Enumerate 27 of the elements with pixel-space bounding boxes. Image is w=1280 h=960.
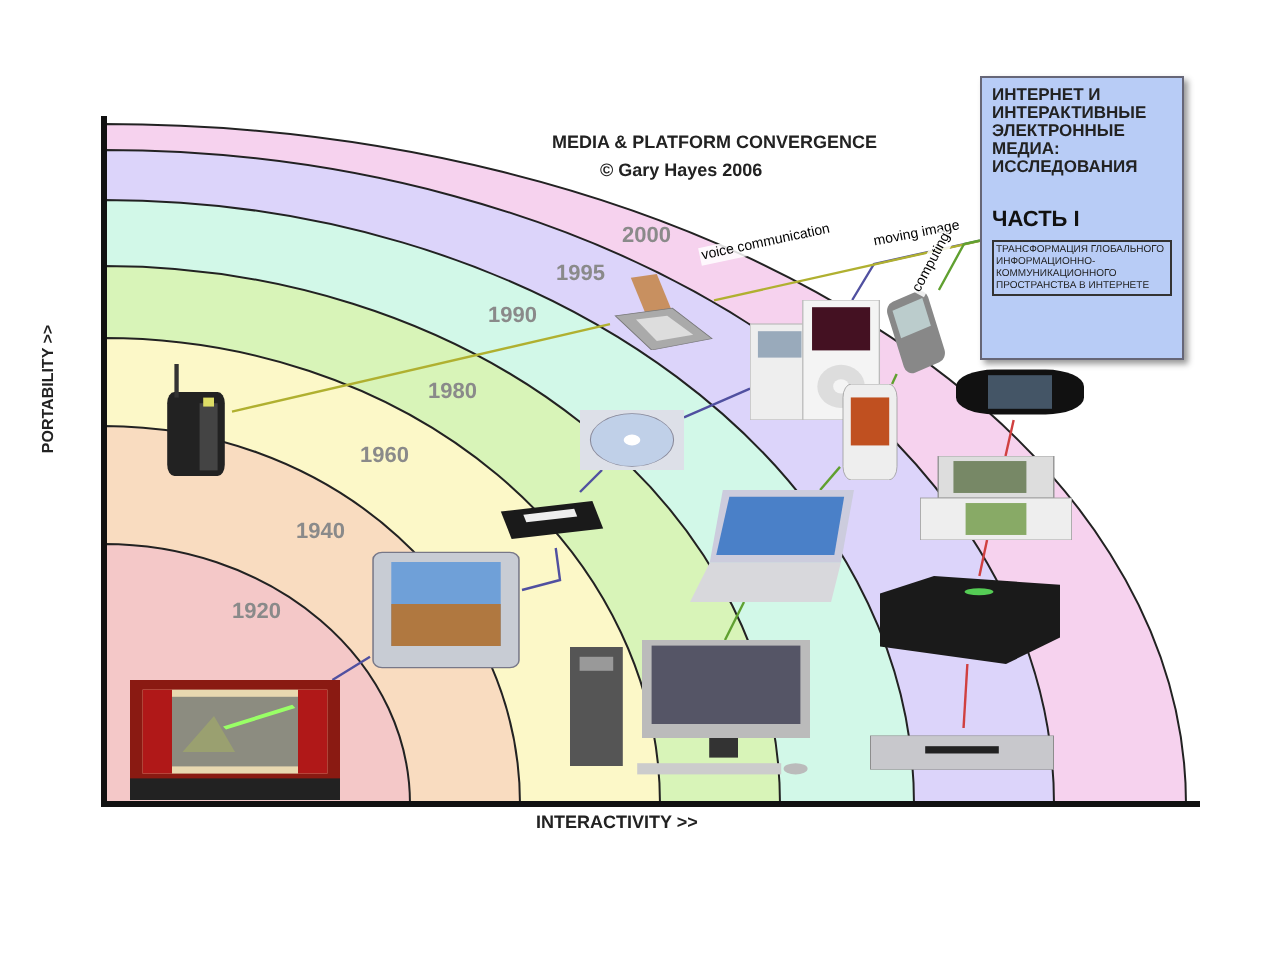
year-label: 2000: [622, 224, 671, 248]
year-label: 1920: [232, 600, 281, 624]
year-label: 1940: [296, 520, 345, 544]
year-label: 1960: [360, 444, 409, 468]
connector-line: [819, 466, 841, 491]
connector-line: [1004, 419, 1015, 457]
axis-label: PORTABILITY >>: [39, 324, 58, 454]
axis-label: INTERACTIVITY >>: [536, 812, 698, 832]
year-label: 1990: [488, 304, 537, 328]
connector-line: [231, 322, 611, 413]
connector-line: [962, 663, 969, 729]
year-label: 1980: [428, 380, 477, 404]
book-title: ИНТЕРНЕТ И ИНТЕРАКТИВНЫЕ ЭЛЕКТРОННЫЕ МЕДИА: ИССЛЕДОВАНИЯ: [992, 86, 1149, 176]
part-heading: ЧАСТЬ I: [992, 208, 1080, 232]
connector-line: [978, 539, 989, 577]
connector-line: [521, 547, 562, 592]
connector-line: [331, 655, 371, 682]
connector-line: [937, 239, 981, 291]
year-label: 1995: [556, 262, 605, 286]
book-cover: [980, 76, 1184, 360]
connector-line: [891, 373, 898, 385]
connector-line: [713, 239, 981, 302]
connector-line: [723, 601, 746, 641]
author-credit: © Gary Hayes 2006: [600, 160, 763, 180]
connector-line: [683, 387, 751, 419]
connector-line: [579, 469, 603, 493]
chart-title: MEDIA & PLATFORM CONVERGENCE: [552, 132, 878, 152]
